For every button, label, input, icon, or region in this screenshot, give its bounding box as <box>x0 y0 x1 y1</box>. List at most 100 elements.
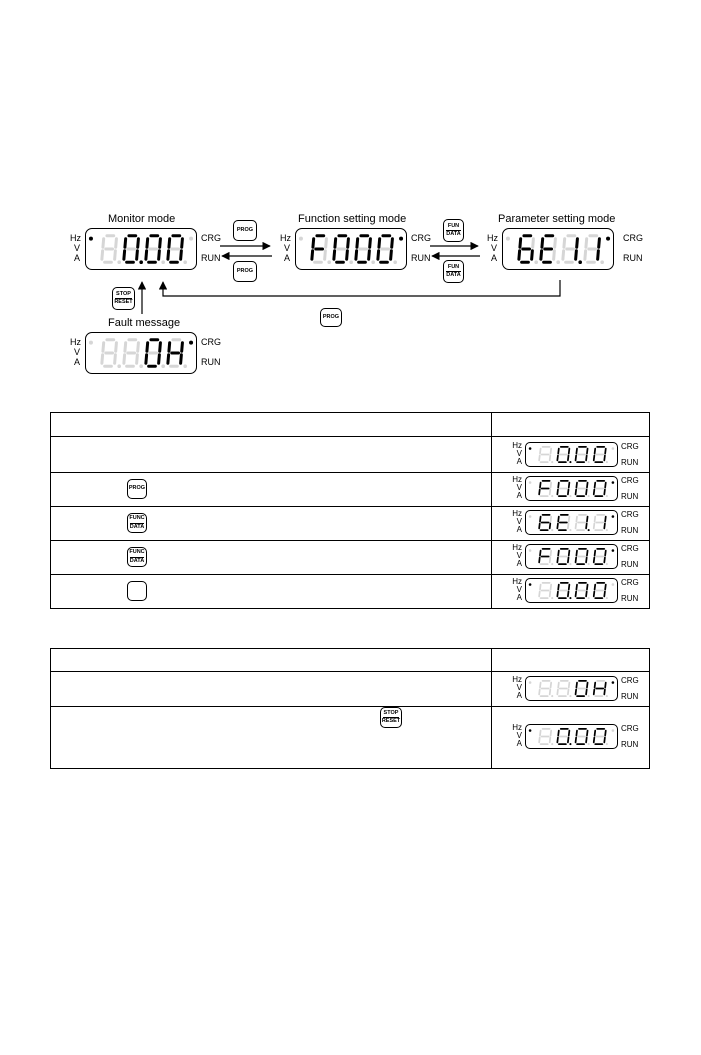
digit-segment <box>556 736 559 744</box>
digit-segment <box>389 249 393 261</box>
digit-segment <box>575 681 578 689</box>
decimal-point <box>569 495 572 498</box>
digit-segment <box>575 481 578 489</box>
digit-segment <box>549 549 553 557</box>
digit-segment <box>585 522 588 530</box>
digit-segment <box>557 481 560 489</box>
digit-segment <box>368 237 372 249</box>
digit-segment <box>158 341 162 353</box>
digit-segment <box>556 556 559 564</box>
decimal-point <box>161 364 165 368</box>
digit-segment <box>592 488 596 496</box>
digit-segment <box>584 237 589 249</box>
digit-segment <box>556 522 559 530</box>
decimal-point <box>587 695 590 698</box>
digit-segment <box>593 549 597 557</box>
digit-segment <box>539 249 544 261</box>
decimal-point <box>139 260 143 264</box>
digit-segment <box>575 583 578 591</box>
indicator-led <box>611 729 615 732</box>
digit-segment <box>567 522 570 530</box>
digit-segment <box>604 681 607 689</box>
digit-segment <box>166 353 171 365</box>
digit-segment <box>136 237 140 249</box>
v-label: V <box>284 243 291 253</box>
digit-segment <box>377 237 382 249</box>
digit-segment <box>574 688 578 696</box>
decimal-point <box>183 260 187 264</box>
small-led-display <box>525 510 618 535</box>
decimal-point <box>587 743 590 746</box>
a-label: A <box>284 253 291 263</box>
a-label: A <box>74 253 81 263</box>
operation-table-row-divider <box>50 540 650 541</box>
decimal-point <box>605 563 608 566</box>
decimal-point <box>139 364 143 368</box>
digit-segment <box>538 736 541 744</box>
digit-segment <box>567 549 571 557</box>
decimal-point <box>551 563 554 566</box>
digit-segment <box>100 353 105 365</box>
monitor-mode-title: Monitor mode <box>108 213 176 225</box>
run-label: RUN <box>411 253 431 263</box>
digit-segment <box>145 237 150 249</box>
decimal-point <box>587 529 590 532</box>
decimal-point <box>327 260 331 264</box>
digit-segment <box>548 736 552 744</box>
seven-segment-digits <box>88 234 194 264</box>
hz-label: Hz <box>70 233 81 243</box>
decimal-point <box>551 743 554 746</box>
digit-segment <box>556 454 559 462</box>
digit-segment <box>158 237 162 249</box>
digit-segment <box>604 481 607 489</box>
decimal-point <box>587 461 590 464</box>
decimal-point <box>605 695 608 698</box>
small-led-display <box>525 676 618 701</box>
operation-table-row-divider <box>50 574 650 575</box>
indicator-led <box>528 515 532 518</box>
digit-segment <box>574 736 578 744</box>
digit-segment <box>567 447 571 455</box>
digit-segment <box>332 249 337 261</box>
digit-segment <box>549 447 553 455</box>
digit-segment <box>593 681 597 689</box>
digit-segment <box>574 488 578 496</box>
digit-segment <box>355 237 360 249</box>
indicator-led <box>611 447 615 450</box>
digit-segment <box>113 249 117 261</box>
fault-table-row-divider <box>50 706 650 707</box>
digit-segment <box>179 353 183 365</box>
digit-segment <box>557 729 560 737</box>
v-label: V <box>491 243 498 253</box>
small-led-display <box>525 544 618 569</box>
digit-segment <box>354 249 359 261</box>
indicator-led <box>611 681 615 684</box>
operation-table-column-divider <box>491 412 492 609</box>
parameter-setting-display <box>502 228 614 270</box>
digit-segment <box>166 249 171 261</box>
run-label: RUN <box>201 357 221 367</box>
digit-segment <box>603 454 606 462</box>
digit-segment <box>567 481 571 489</box>
fault-table <box>50 648 650 769</box>
digit-segment <box>549 583 553 591</box>
digit-segment <box>548 688 552 696</box>
function-setting-display <box>295 228 407 270</box>
digit-segment <box>604 549 607 557</box>
digit-segment <box>549 481 553 489</box>
digit-segment <box>123 237 128 249</box>
indicator-led <box>189 340 194 345</box>
digit-segment <box>604 729 607 737</box>
seven-segment-digits <box>528 548 615 566</box>
indicator-led <box>528 481 532 484</box>
digit-segment <box>518 237 523 249</box>
digit-segment <box>567 488 570 496</box>
digit-segment <box>549 729 553 737</box>
digit-segment <box>101 341 106 353</box>
digit-segment <box>114 341 118 353</box>
